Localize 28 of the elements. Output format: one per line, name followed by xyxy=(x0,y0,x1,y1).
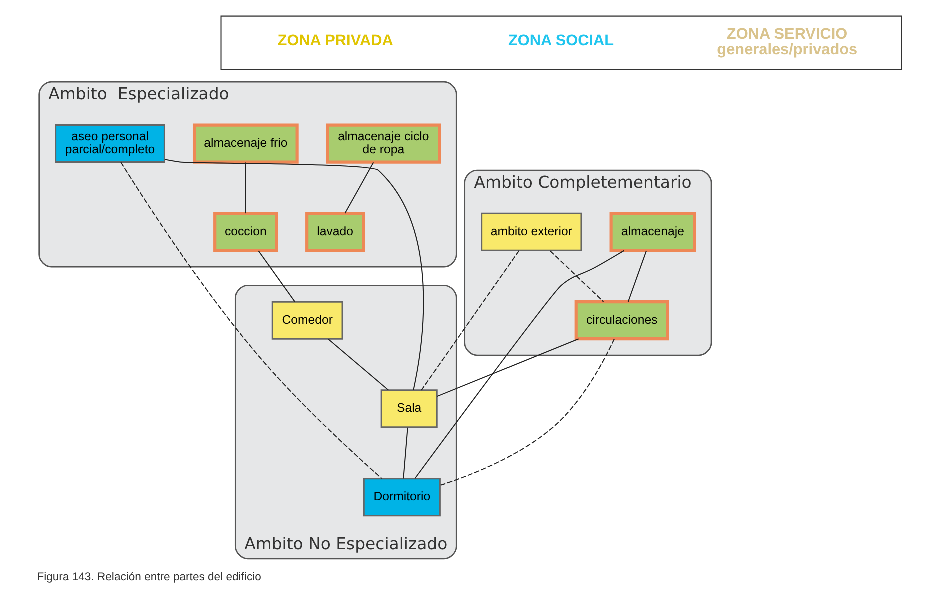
connector xyxy=(344,162,374,214)
node-box: coccion xyxy=(214,212,278,252)
connector xyxy=(245,162,246,214)
connector xyxy=(120,162,382,480)
connector xyxy=(403,428,408,479)
connector xyxy=(628,250,648,302)
connector xyxy=(550,250,604,302)
node-box: almacenaje xyxy=(610,212,696,252)
node-box: almacenaje ciclo de ropa xyxy=(326,124,442,164)
connector xyxy=(414,250,625,480)
connector xyxy=(328,339,389,391)
node-box: Sala xyxy=(380,390,438,428)
caption: Figura 143. Relación entre partes del edificio xyxy=(37,571,262,584)
node-box: circulaciones xyxy=(574,300,670,341)
legend-label: ZONA SERVICIO generales/privados xyxy=(717,26,858,58)
node-box: lavado xyxy=(306,212,366,252)
connector xyxy=(437,338,579,398)
node-box: aseo personal parcial/completo xyxy=(55,124,166,164)
legend-label: ZONA PRIVADA xyxy=(278,32,394,50)
connector xyxy=(440,338,615,486)
connector xyxy=(258,250,296,302)
connector xyxy=(164,159,424,390)
connector xyxy=(421,250,520,391)
node-box: Comedor xyxy=(272,301,344,340)
node-box: ambito exterior xyxy=(481,212,582,252)
node-box: Dormitorio xyxy=(363,478,441,517)
node-box: almacenaje frio xyxy=(193,124,299,164)
legend-label: ZONA SOCIAL xyxy=(508,32,614,50)
